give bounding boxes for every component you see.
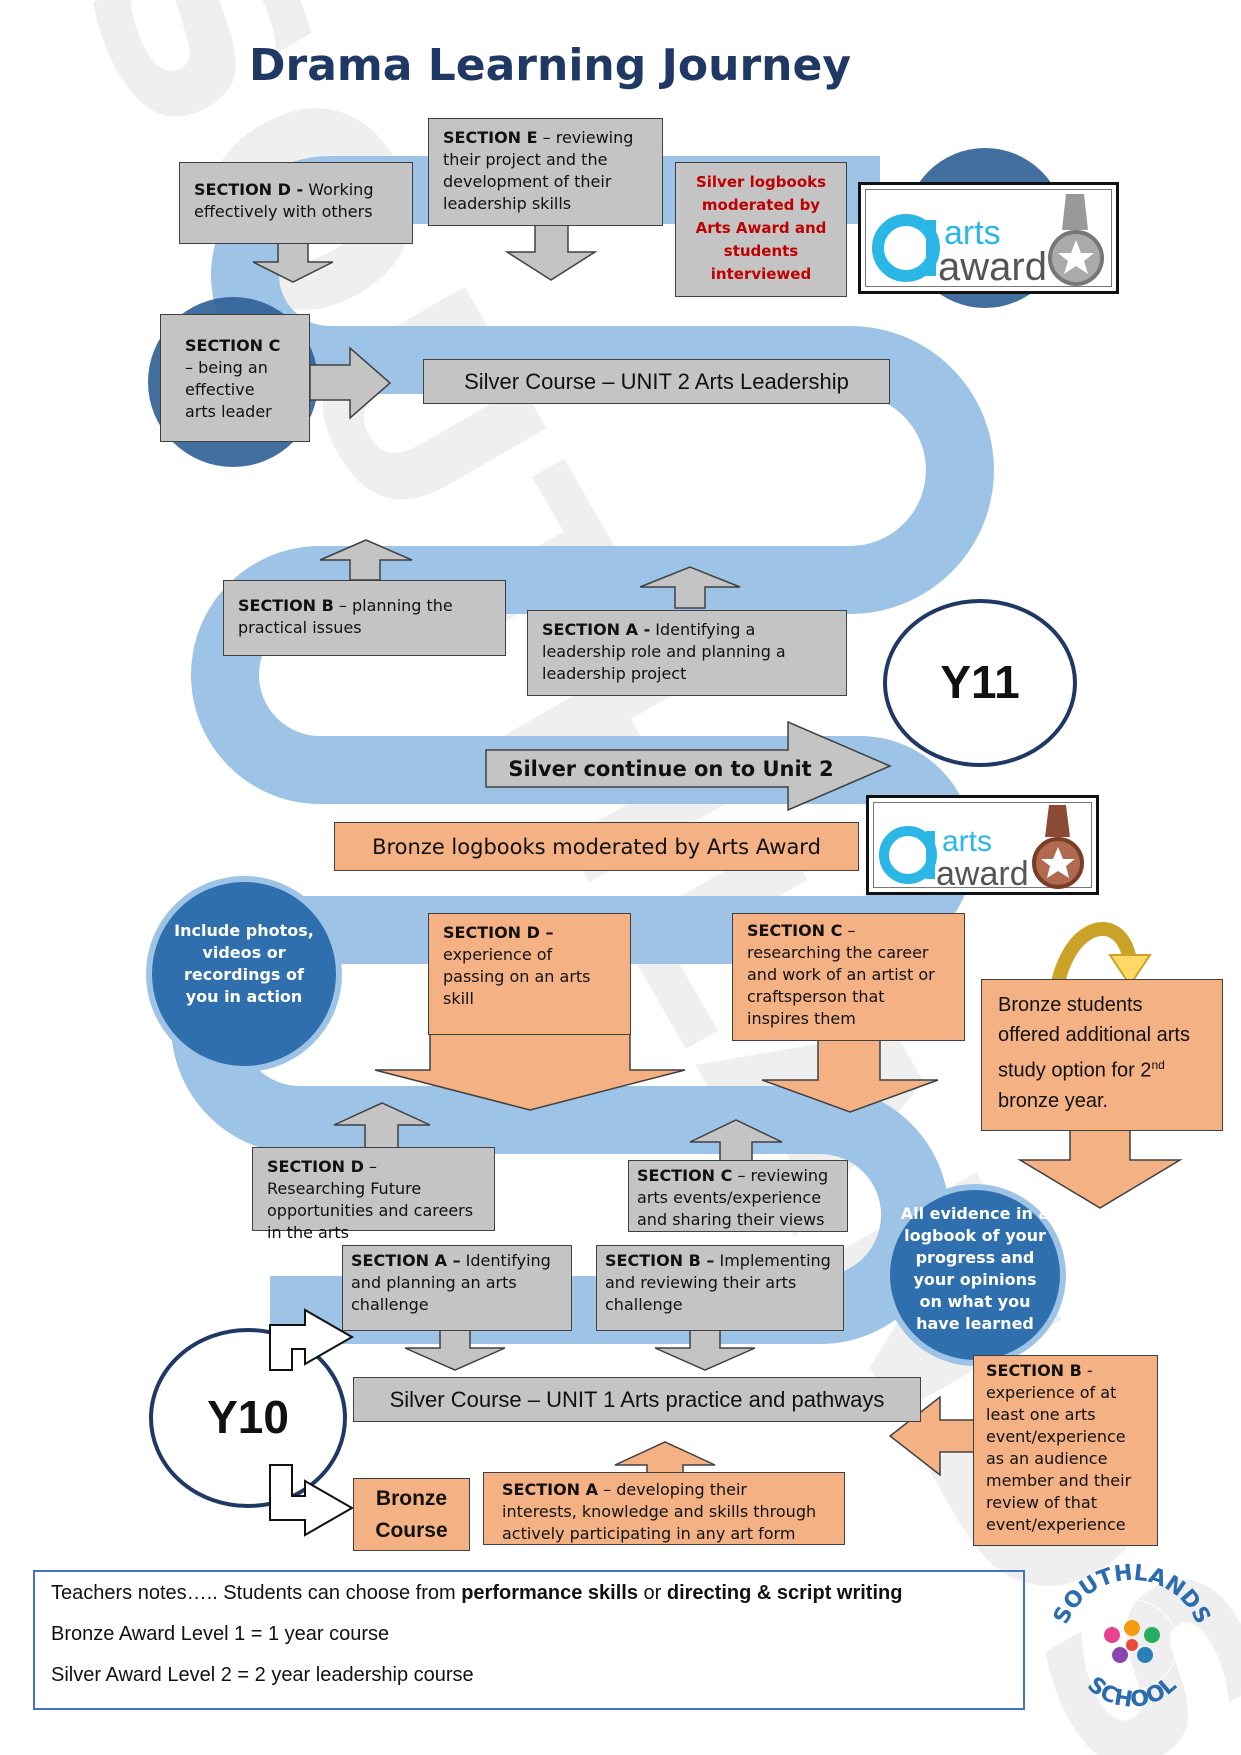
arts-award-bronze-logo: arts award: [866, 795, 1099, 895]
section-body: – reviewing their project and the develo…: [443, 128, 634, 213]
arts-award-award-text: award: [938, 245, 1047, 289]
section-head: SECTION C: [637, 1166, 733, 1185]
star-icon: [1041, 847, 1075, 878]
silver-unit1-label: Silver Course – UNIT 1 Arts practice and…: [353, 1377, 921, 1422]
bronze-logbooks-label: Bronze logbooks moderated by Arts Award: [334, 822, 859, 871]
section-head: SECTION D: [267, 1157, 364, 1176]
section-body: - experience of at least one arts event/…: [986, 1361, 1132, 1534]
notes-line-1-mid: or: [637, 1582, 667, 1604]
include-dark-circle: [146, 876, 342, 1072]
arts-award-award-text: award: [936, 855, 1029, 893]
arrow-up-icon: [319, 539, 413, 581]
arts-award-silver-logo: arts award: [858, 182, 1119, 294]
evidence-circle-text: All evidence in a logbook of your progre…: [900, 1204, 1050, 1333]
section-body: experience of passing on an arts skill: [443, 945, 591, 1008]
unit1-section-a-box: SECTION A – Identifying and planning an …: [342, 1245, 572, 1331]
curved-arrow-head-icon: [1108, 954, 1152, 987]
unit2-section-c-box: SECTION C – being an effective arts leade…: [160, 314, 310, 442]
silver-continue-arrow-icon: [485, 720, 892, 812]
teachers-notes-box: Teachers notes….. Students can choose fr…: [33, 1570, 1025, 1710]
unit2-section-a-box: SECTION A - Identifying a leadership rol…: [527, 610, 847, 696]
include-circle-text: Include photos, videos or recordings of …: [174, 921, 314, 1006]
arrow-down-icon: [1017, 1129, 1183, 1209]
notes-line-2: Bronze Award Level 1 = 1 year course: [51, 1623, 390, 1645]
section-head: SECTION D –: [443, 923, 554, 942]
notes-line-1-bold-1: performance skills: [461, 1582, 638, 1604]
arrow-right-icon: [309, 346, 392, 420]
bronze-offered-text: Bronze students offered additional arts …: [998, 994, 1190, 1082]
unit1-section-c-box: SECTION C – reviewing arts events/experi…: [628, 1160, 848, 1232]
arts-award-arts-text: arts: [944, 214, 1001, 252]
year-11-label: Y11: [940, 656, 1020, 708]
unit1-section-b-box: SECTION B – Implementing and reviewing t…: [596, 1245, 844, 1331]
section-body: – researching the career and work of an …: [747, 921, 935, 1028]
bronze-section-c-box: SECTION C – researching the career and w…: [732, 913, 965, 1041]
section-body: – reviewing arts events/experience and s…: [637, 1166, 829, 1229]
arrow-down-icon: [404, 1327, 506, 1371]
section-body: – planning the practical issues: [238, 596, 453, 637]
section-body: – Researching Future opportunities and c…: [267, 1157, 474, 1242]
star-icon: [1058, 240, 1094, 274]
bronze-offered-box: Bronze students offered additional arts …: [981, 979, 1223, 1131]
curved-arrow-icon: [1048, 922, 1137, 1006]
bronze-section-d-box: SECTION D – experience of passing on an a…: [428, 913, 631, 1035]
notes-line-3: Silver Award Level 2 = 2 year leadership…: [51, 1664, 474, 1686]
bronze-course-box: Bronze Course: [353, 1478, 470, 1551]
section-head: SECTION A: [502, 1480, 599, 1499]
arrow-down-icon: [654, 1327, 756, 1371]
section-head: SECTION C: [747, 921, 843, 940]
arrow-down-icon: [504, 224, 598, 281]
arrow-up-icon: [639, 566, 741, 609]
bronze-section-b-box: SECTION B - experience of at least one a…: [973, 1355, 1158, 1546]
notes-line-1-prefix: Teachers notes….. Students can choose fr…: [51, 1582, 462, 1604]
y11-circle: [883, 599, 1077, 767]
arts-award-arts-text: arts: [942, 825, 992, 858]
section-body: Identifying a leadership role and planni…: [542, 620, 786, 683]
y10-circle: [149, 1328, 347, 1508]
bronze-offered-tail: bronze year.: [998, 1089, 1109, 1112]
section-head: SECTION A -: [542, 620, 651, 639]
section-body: – developing their interests, knowledge …: [502, 1480, 817, 1543]
arrow-up-icon: [333, 1102, 431, 1149]
section-head: SECTION A –: [351, 1251, 461, 1270]
unit2-section-b-box: SECTION B – planning the practical issue…: [223, 580, 506, 656]
arrow-down-icon: [374, 1029, 686, 1111]
unit2-section-e-box: SECTION E – reviewing their project and …: [428, 118, 663, 226]
y10-down-arrow-icon: [269, 1464, 355, 1537]
arrow-down-icon: [761, 1039, 939, 1113]
section-head: SECTION B: [238, 596, 334, 615]
arrow-left-icon: [888, 1395, 976, 1477]
unit1-section-d-box: SECTION D – Researching Future opportuni…: [252, 1147, 495, 1242]
year-10-label: Y10: [207, 1391, 289, 1443]
section-head: SECTION B –: [605, 1251, 715, 1270]
bronze-section-a-box: SECTION A – developing their interests, …: [483, 1472, 845, 1545]
silver-logbooks-box: Silver logbooks moderated by Arts Award …: [675, 162, 847, 297]
section-head: SECTION D -: [194, 180, 304, 199]
section-head: SECTION B: [986, 1361, 1082, 1380]
section-body: Implementing and reviewing their arts ch…: [605, 1251, 831, 1314]
section-body: Working effectively with others: [194, 180, 374, 221]
section-head: SECTION C: [185, 336, 281, 355]
section-head: SECTION E: [443, 128, 538, 147]
unit2-section-d-box: SECTION D - Working effectively with oth…: [179, 162, 413, 244]
section-body: Identifying and planning an arts challen…: [351, 1251, 551, 1314]
section-body: – being an effective arts leader: [185, 358, 272, 421]
notes-line-1: Teachers notes….. Students can choose fr…: [51, 1582, 1007, 1605]
bronze-offered-sup: nd: [1151, 1058, 1165, 1072]
silver-continue-label: Silver continue on to Unit 2: [508, 756, 834, 781]
page-title: Drama Learning Journey: [248, 40, 852, 91]
y10-up-arrow-icon: [269, 1308, 355, 1371]
notes-line-1-bold-2: directing & script writing: [666, 1582, 903, 1604]
silver-unit2-label: Silver Course – UNIT 2 Arts Leadership: [423, 359, 890, 404]
